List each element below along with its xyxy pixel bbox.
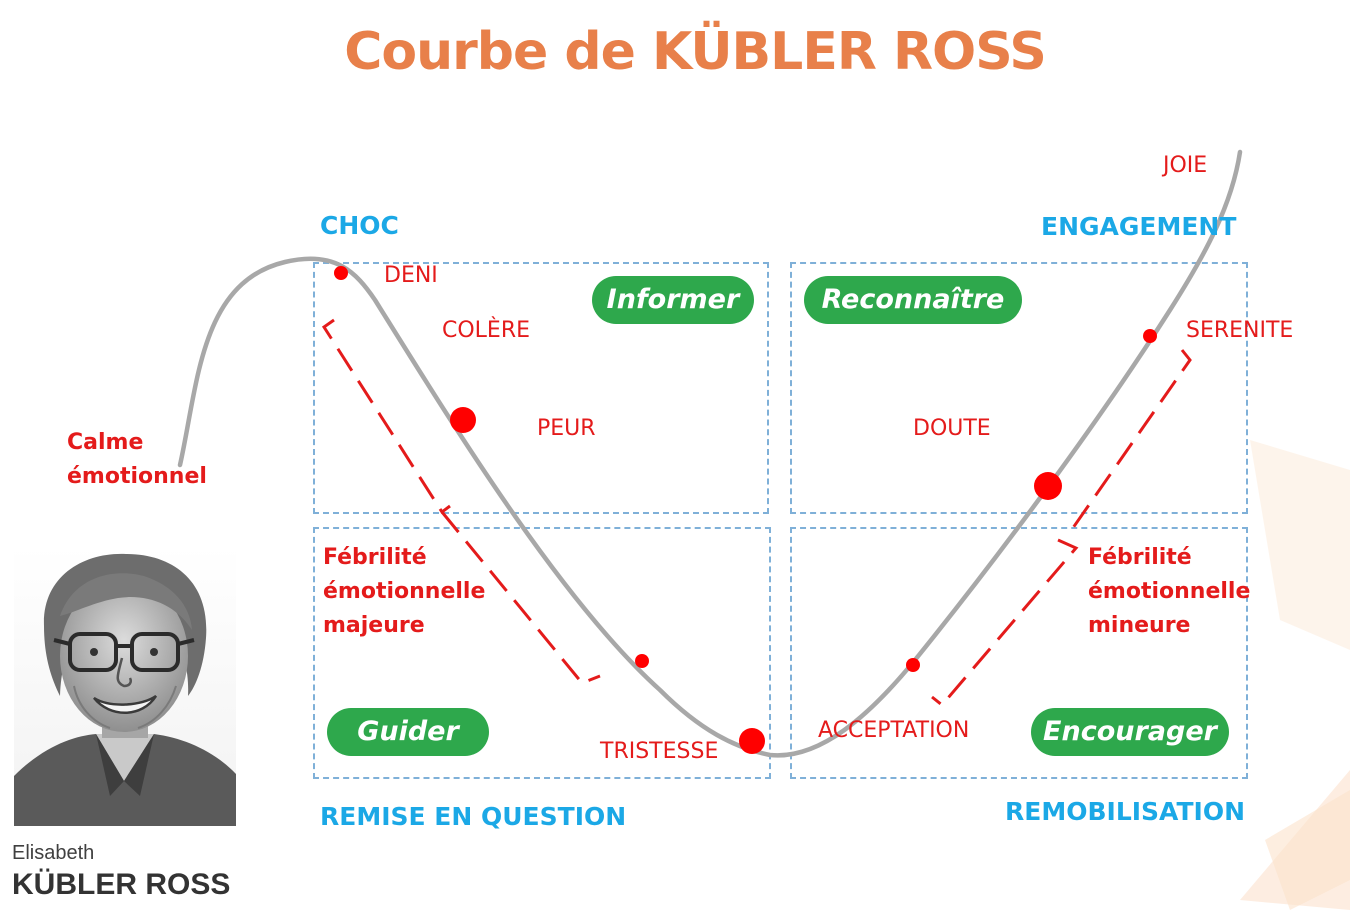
- note-calme-line-2: émotionnel: [67, 464, 207, 489]
- stage-tristesse: TRISTESSE: [600, 739, 719, 764]
- dot-deni: [334, 266, 348, 280]
- note-mineure-line-1: Fébrilité: [1088, 545, 1192, 570]
- page-title: Courbe de KÜBLER ROSS: [344, 22, 1047, 82]
- quadrant-top-right: [790, 262, 1248, 514]
- stage-peur: PEUR: [537, 416, 596, 441]
- bracket-right: [931, 349, 1192, 708]
- phase-choc: CHOC: [320, 211, 399, 240]
- phase-remobilisation: REMOBILISATION: [1005, 797, 1245, 826]
- note-majeure-line-3: majeure: [323, 613, 425, 638]
- stage-colere: COLÈRE: [442, 318, 531, 343]
- note-mineure-line-2: émotionnelle: [1088, 579, 1251, 604]
- action-reconnaitre: Reconnaître: [804, 276, 1022, 324]
- portrait-last-name: KÜBLER ROSS: [12, 868, 231, 901]
- stage-serenite: SERENITE: [1186, 318, 1294, 343]
- portrait-photo: [14, 546, 236, 826]
- dot-tristesse: [739, 728, 765, 754]
- quadrant-bottom-left: [313, 527, 771, 779]
- note-febrilite-majeure: Fébrilité émotionnelle majeure: [323, 541, 485, 643]
- action-informer: Informer: [592, 276, 754, 324]
- note-calme-emotionnel: Calme émotionnel: [67, 426, 207, 494]
- phase-remise-en-question: REMISE EN QUESTION: [320, 802, 627, 831]
- stage-doute: DOUTE: [913, 416, 991, 441]
- action-guider: Guider: [327, 708, 489, 756]
- dot-peur: [450, 407, 476, 433]
- dot-tristesse-mid: [635, 654, 649, 668]
- note-febrilite-mineure: Fébrilité émotionnelle mineure: [1088, 541, 1250, 643]
- action-encourager: Encourager: [1031, 708, 1229, 756]
- note-mineure-line-3: mineure: [1088, 613, 1191, 638]
- phase-engagement: ENGAGEMENT: [1041, 212, 1237, 241]
- emotion-curve: [177, 149, 1243, 758]
- stage-deni: DENI: [384, 263, 438, 288]
- note-majeure-line-2: émotionnelle: [323, 579, 486, 604]
- bracket-left: [321, 318, 601, 685]
- dot-acceptation: [906, 658, 920, 672]
- quadrant-top-left: [313, 262, 769, 514]
- stage-acceptation: ACCEPTATION: [818, 718, 970, 743]
- dot-serenite: [1143, 329, 1157, 343]
- portrait-first-name: Elisabeth: [12, 842, 95, 864]
- note-calme-line-1: Calme: [67, 430, 144, 455]
- dot-doute: [1034, 472, 1062, 500]
- note-majeure-line-1: Fébrilité: [323, 545, 427, 570]
- stage-joie: JOIE: [1163, 153, 1208, 178]
